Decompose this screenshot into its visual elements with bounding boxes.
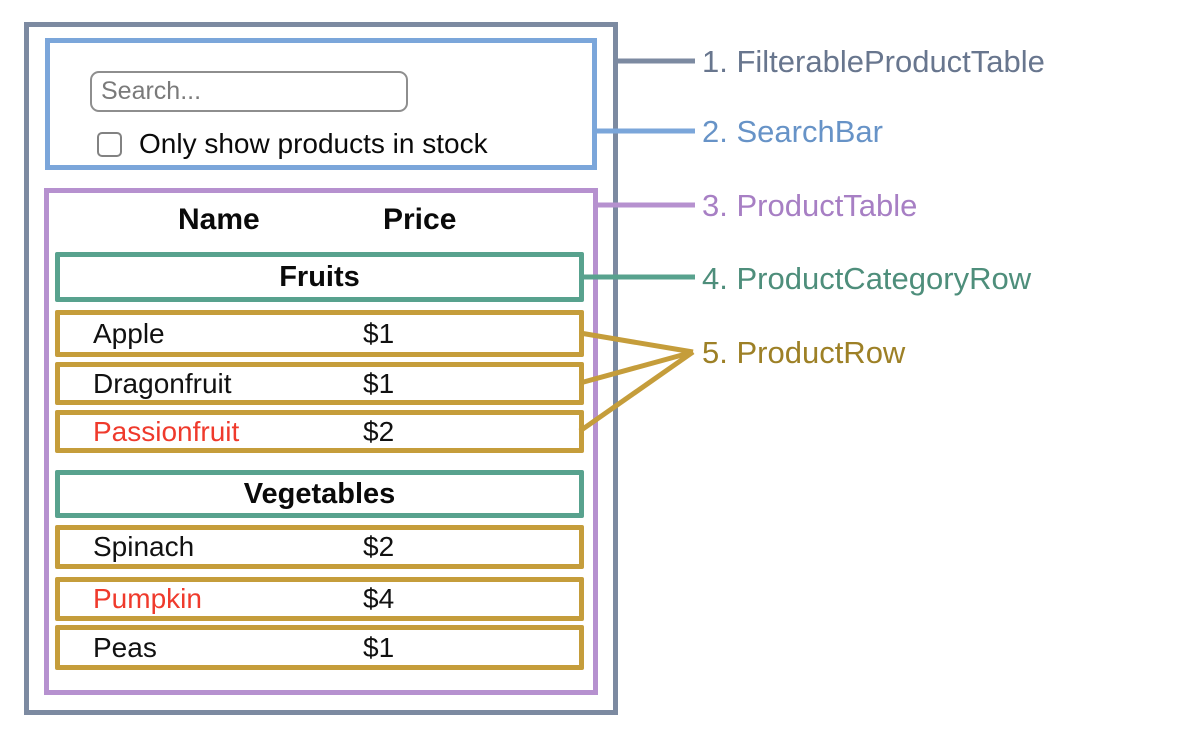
in-stock-checkbox[interactable] [97, 131, 122, 157]
legend-product-row: 5. ProductRow [702, 335, 906, 370]
in-stock-checkbox-label: Only show products in stock [139, 128, 488, 159]
in-stock-filter-row: Only show products in stock [97, 128, 488, 159]
column-header-price: Price [383, 203, 457, 236]
product-row: Apple $1 [55, 310, 584, 357]
product-row: Pumpkin $4 [55, 577, 584, 621]
legend-product-table: 3. ProductTable [702, 188, 918, 223]
product-category-row: Fruits [55, 252, 584, 302]
product-row: Dragonfruit $1 [55, 362, 584, 405]
column-header-name: Name [178, 203, 260, 236]
legend-filterable-product-table: 1. FilterableProductTable [702, 44, 1045, 79]
legend-product-category-row: 4. ProductCategoryRow [702, 261, 1032, 296]
search-input[interactable] [90, 71, 408, 112]
product-row: Passionfruit $2 [55, 410, 584, 453]
product-category-row: Vegetables [55, 470, 584, 518]
product-row: Spinach $2 [55, 525, 584, 569]
legend-search-bar: 2. SearchBar [702, 114, 883, 149]
product-row: Peas $1 [55, 625, 584, 670]
